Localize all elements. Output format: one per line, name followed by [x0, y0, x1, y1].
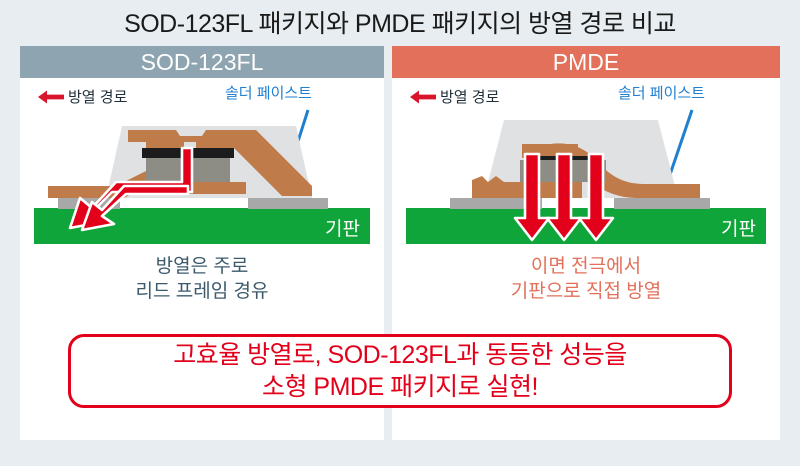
left-arrow-icon: [410, 90, 436, 103]
solder-pad-left-outer: [450, 198, 542, 209]
caption-sod123fl: 방열은 주로 리드 프레임 경유: [135, 256, 269, 303]
panel-header-pmde: PMDE: [392, 46, 780, 78]
substrate-label-left: 기판: [325, 218, 360, 240]
solder-pad-left-outer: [58, 198, 120, 209]
legend-heat-path-label: 방열 경로: [68, 89, 128, 106]
heat-arrow-2: [545, 152, 583, 242]
legend-heat-path-left: 방열 경로: [38, 86, 127, 107]
left-arrow-icon: [38, 90, 64, 103]
copper-top-clip: [128, 130, 312, 196]
heat-arrow-group-right: [513, 152, 615, 242]
heat-arrow-group-left: [68, 146, 194, 232]
summary-callout: 고효율 방열로, SOD-123FL과 동등한 성능을 소형 PMDE 패키지로…: [68, 334, 732, 408]
cross-section-diagram-pmde: 기판: [406, 109, 766, 244]
caption-pmde: 이면 전극에서 기판으로 직접 방열: [510, 256, 662, 303]
panel-sod123fl: SOD-123FL 방열 경로 솔더 페이스트 기판: [20, 46, 384, 440]
substrate-label-right: 기판: [721, 218, 756, 240]
panel-header-label: PMDE: [552, 48, 620, 75]
solder-pad-right-outer: [614, 198, 710, 209]
legend-heat-path-right: 방열 경로: [410, 86, 499, 107]
solder-pad-right-outer: [248, 198, 328, 209]
page-title: SOD-123FL 패키지와 PMDE 패키지의 방열 경로 비교: [124, 10, 676, 38]
solder-paste-label-left: 솔더 페이스트: [225, 85, 312, 102]
legend-heat-path-label: 방열 경로: [440, 89, 500, 106]
heat-arrow-2: [80, 184, 190, 232]
cross-section-diagram-sod123fl: 기판: [34, 109, 370, 244]
panel-header-sod123fl: SOD-123FL: [20, 46, 384, 78]
solder-paste-label-right: 솔더 페이스트: [618, 85, 705, 102]
heat-arrow-1: [513, 152, 551, 242]
panel-header-label: SOD-123FL: [140, 48, 264, 75]
heat-arrow-3: [577, 152, 615, 242]
summary-callout-text: 고효율 방열로, SOD-123FL과 동등한 성능을 소형 PMDE 패키지로…: [173, 340, 627, 402]
